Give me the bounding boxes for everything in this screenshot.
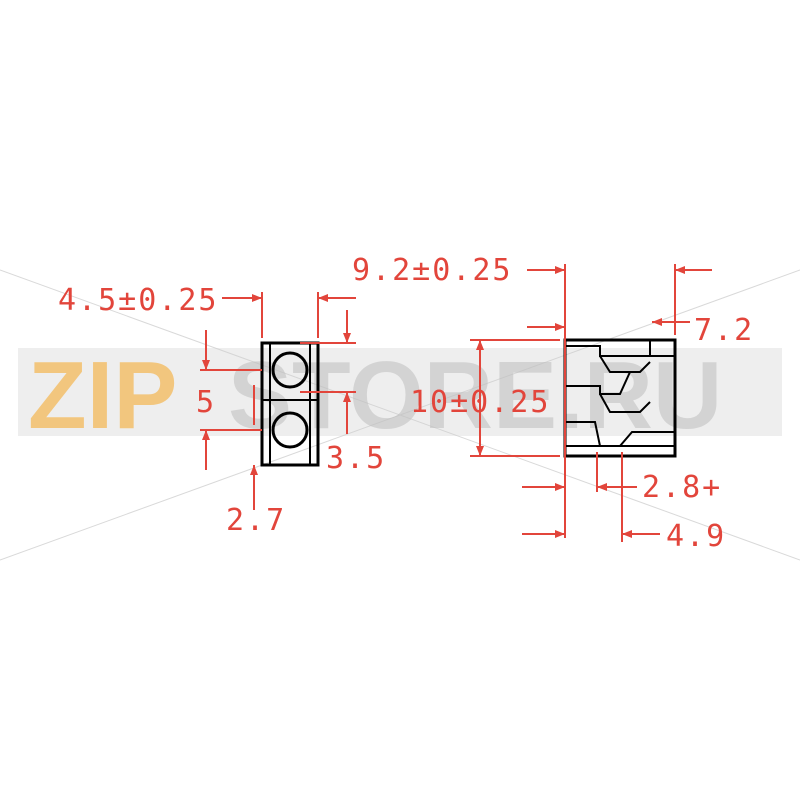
left-hole-label: 3.5 [326, 441, 386, 476]
left-view-dimensions: 4.5±0.25 5 3.5 2.7 [58, 283, 386, 538]
left-bottom-label: 2.7 [226, 503, 286, 538]
right-bottom-label: 4.9 [666, 519, 726, 554]
left-view-part [260, 341, 320, 467]
left-view-hole-top [271, 351, 309, 389]
right-view-dimensions: 9.2±0.25 7.2 10±0.25 2.8+ 4.9 [352, 253, 754, 554]
right-height-label: 10±0.25 [410, 385, 550, 420]
right-depth-label: 9.2±0.25 [352, 253, 513, 288]
right-mid-label: 2.8+ [642, 470, 722, 505]
watermark-band [18, 348, 782, 436]
right-top-right-label: 7.2 [694, 313, 754, 348]
left-view-body [260, 341, 320, 467]
watermark-zip-text: ZIP [28, 342, 177, 449]
left-width-label: 4.5±0.25 [58, 283, 219, 318]
watermark-diagonal [0, 269, 800, 561]
right-view-contact-mid-detail [599, 393, 651, 413]
left-view-hole-bottom [271, 411, 309, 449]
right-view-contact-detail [599, 355, 651, 373]
left-pitch-label: 5 [196, 385, 216, 420]
